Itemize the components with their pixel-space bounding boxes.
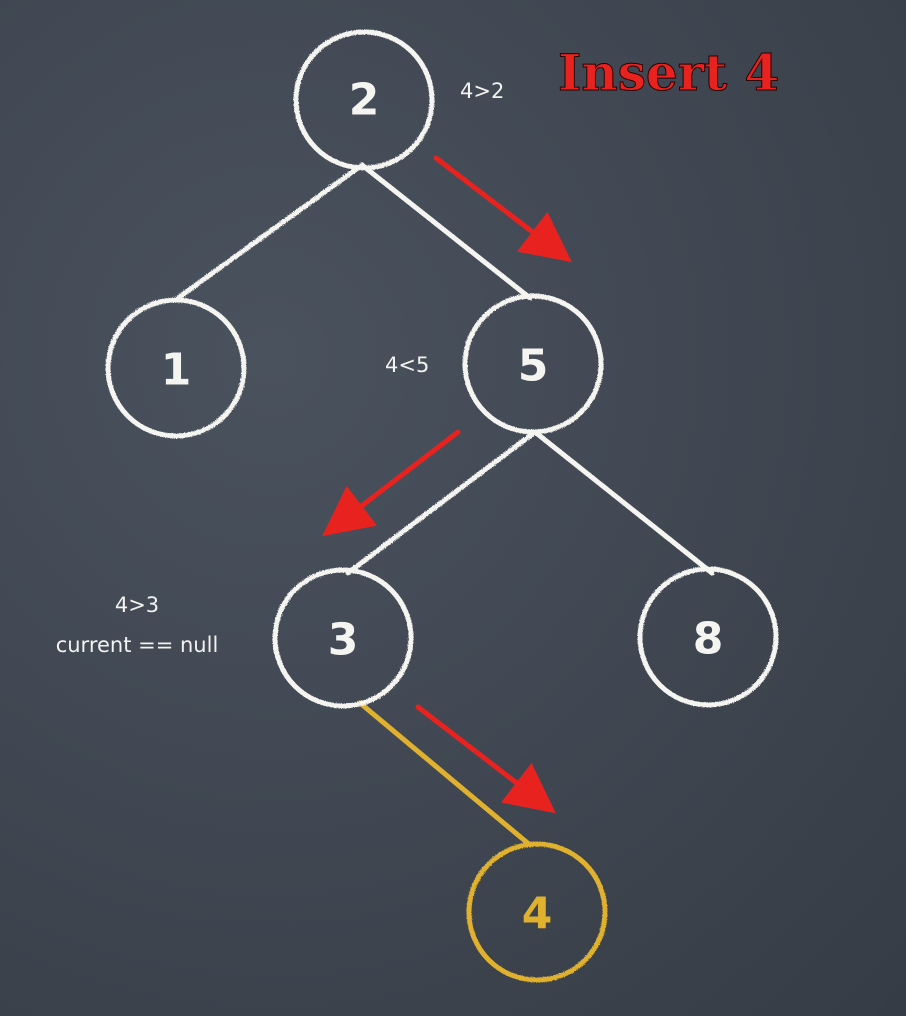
title: Insert 4 (558, 43, 779, 102)
edge-3-4 (357, 700, 533, 848)
node-3-label: 3 (328, 615, 359, 666)
note-compare-three: 4>3 (115, 593, 159, 617)
node-1-circle (105, 297, 247, 439)
arrow-3-to-4 (415, 704, 556, 814)
edge-2-5 (359, 162, 533, 301)
node-8-label: 8 (693, 614, 724, 665)
node-5-label: 5 (518, 341, 549, 392)
node-8-circle (637, 566, 779, 708)
node-1-label: 1 (161, 345, 192, 396)
node-2-circle (293, 29, 435, 171)
note-null-check: current == null (56, 633, 219, 657)
node-3-circle (272, 567, 414, 709)
edge-2-1 (175, 162, 365, 301)
edge-5-3 (345, 429, 538, 576)
node-4-circle (466, 841, 608, 983)
node-4-label: 4 (522, 889, 553, 940)
note-compare-root: 4>2 (460, 79, 504, 103)
note-compare-five: 4<5 (385, 353, 429, 377)
node-5-circle (462, 293, 604, 435)
node-2-label: 2 (349, 75, 380, 126)
edge-5-8 (532, 429, 715, 576)
arrow-2-to-5 (433, 155, 572, 263)
arrow-5-to-3 (322, 429, 461, 537)
